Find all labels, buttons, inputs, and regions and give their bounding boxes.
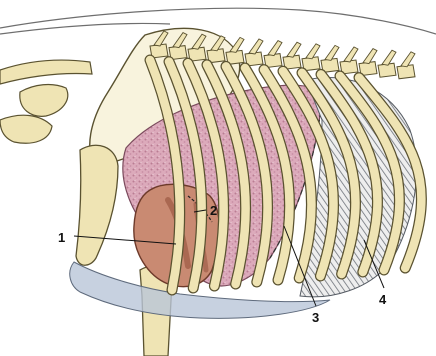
body-outline — [0, 8, 436, 34]
label-4: 4 — [379, 292, 387, 307]
label-3: 3 — [312, 310, 319, 325]
label-2: 2 — [210, 203, 217, 218]
cervical-vertebrae — [0, 60, 92, 143]
label-1: 1 — [58, 230, 65, 245]
